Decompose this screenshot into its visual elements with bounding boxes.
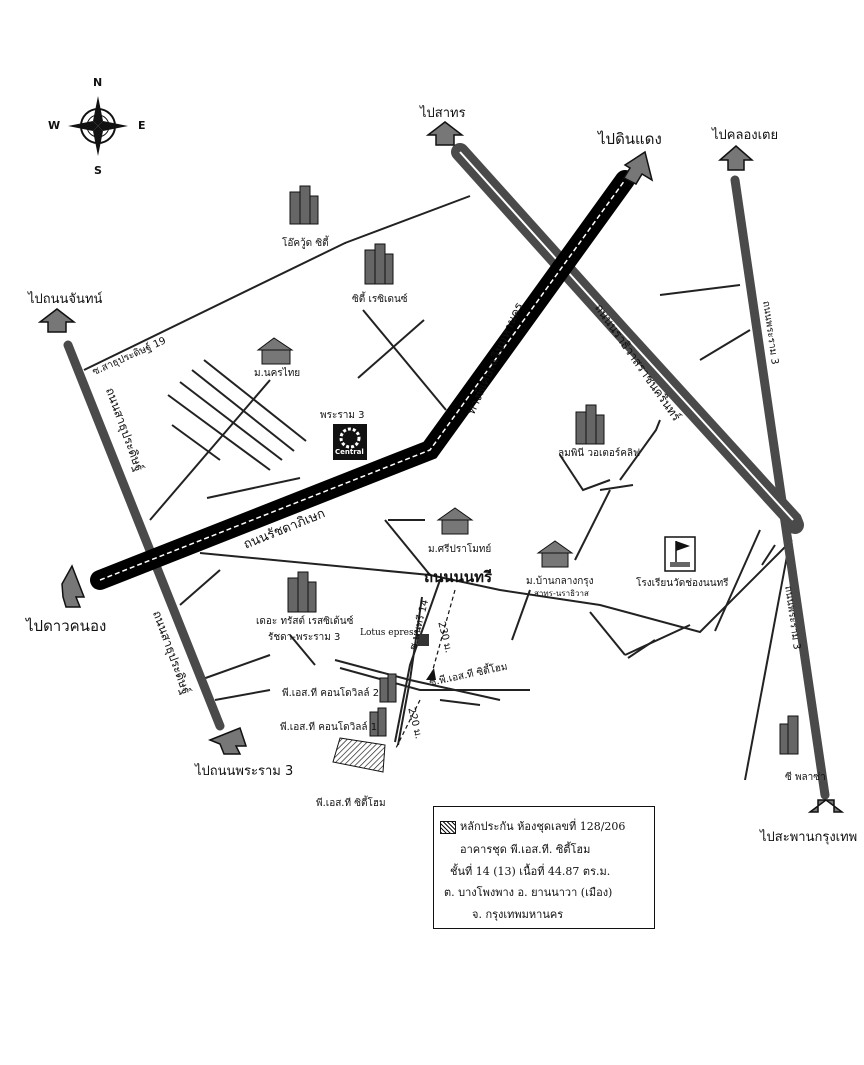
the-trust-building-icon <box>287 571 317 613</box>
label-school: โรงเรียนวัดช่องนนทรี <box>636 578 729 589</box>
label-to-sathon: ไปสาทร <box>420 106 466 121</box>
arrow-sathon-icon <box>425 121 465 146</box>
label-to-dao-khanong: ไปดาวคนอง <box>26 617 107 635</box>
arrow-khlong-toei-icon <box>718 145 754 171</box>
legend-text-1: หลักประกัน ห้องชุดเลขที่ 128/206 <box>460 820 626 833</box>
c-plaza-building-icon <box>779 715 799 755</box>
central-logo-icon <box>333 424 367 460</box>
local-streets <box>83 195 793 781</box>
arrow-rama3-icon <box>207 727 248 755</box>
arrow-din-daeng-icon <box>622 150 654 185</box>
sri-prathip-house-icon <box>436 507 474 535</box>
okwood-building-icon <box>289 185 319 225</box>
label-nakhon-thai: ม.นครไทย <box>254 368 301 379</box>
school-flag-icon <box>664 536 696 572</box>
arrow-bridge-icon <box>807 799 845 813</box>
label-pst-condo-1: พี.เอส.ที คอนโดวิลล์ 1 <box>280 722 378 733</box>
ban-klang-krung-house-icon <box>536 540 574 568</box>
label-pst-cityhome: พี.เอส.ที ซิตี้โฮม <box>316 798 386 809</box>
label-to-khlong-toei: ไปคลองเตย <box>712 128 779 143</box>
compass-rose-icon <box>68 96 128 156</box>
label-nonsi-road: ถนนนนทรี <box>424 568 493 586</box>
label-to-din-daeng: ไปดินแดง <box>598 130 662 148</box>
label-central: Central <box>335 448 364 456</box>
building-icons <box>287 185 799 755</box>
label-the-trust-2: รัชดา-พระราม 3 <box>268 632 341 643</box>
arrow-dao-khanong-icon <box>61 564 86 608</box>
arrow-chan-icon <box>37 308 77 333</box>
city-residence-building-icon <box>364 243 394 285</box>
label-lotus-express: Lotus epress <box>360 628 419 638</box>
label-city-residence: ซิตี้ เรซิเดนซ์ <box>352 294 408 305</box>
main-roads <box>63 175 830 800</box>
property-parcel <box>332 737 386 773</box>
expressway <box>90 170 635 590</box>
hatch-swatch-icon <box>440 820 456 834</box>
label-sri-prathip: ม.ศรีปราโมทย์ <box>428 544 492 555</box>
label-to-rama3: ไปถนนพระราม 3 <box>195 764 294 779</box>
pst-condo-1-building-icon <box>369 707 387 737</box>
label-to-krungthep-bridge: ไปสะพานกรุงเทพ <box>760 830 858 845</box>
legend-line-4: ต. บางโพงพาง อ. ยานนาวา (เมือง) <box>444 886 613 899</box>
compass-west: W <box>48 119 61 132</box>
pst-condo-2-building-icon <box>379 673 397 703</box>
label-c-plaza: ซี พลาซ่า <box>785 772 826 783</box>
lotus-express-marker-icon <box>417 634 429 646</box>
label-okwood-city: โอ๊ควู้ด ซิตี้ <box>282 238 329 249</box>
compass-south: S <box>94 164 102 177</box>
label-ban-klang-krung: ม.บ้านกลางกรุง <box>526 576 594 587</box>
label-to-chan: ไปถนนจันทน์ <box>28 292 103 307</box>
direction-arrows <box>37 121 845 813</box>
lumpini-building-icon <box>575 404 605 445</box>
label-lumpini-waterclif: ลุมพินี วอเตอร์คลิฟ <box>558 448 641 459</box>
route-path <box>394 589 456 751</box>
legend-line-3: ชั้นที่ 14 (13) เนื้อที่ 44.87 ตร.ม. <box>450 865 611 878</box>
legend-box: หลักประกัน ห้องชุดเลขที่ 128/206 อาคารชุ… <box>433 806 655 929</box>
legend-line-5: จ. กรุงเทพมหานคร <box>472 908 564 921</box>
route-arrow-icon <box>426 668 436 680</box>
narathiwat-road <box>451 143 804 534</box>
label-rama3-mall: พระราม 3 <box>320 410 365 421</box>
house-icons <box>256 337 574 568</box>
label-the-trust-1: เดอะ ทรัสต์ เรสซิเด้นซ์ <box>256 616 354 627</box>
legend-line-2: อาคารชุด พี.เอส.ที. ซิตี้โฮม <box>460 843 591 856</box>
compass-east: E <box>138 119 146 132</box>
legend-line-1: หลักประกัน ห้องชุดเลขที่ 128/206 <box>440 817 625 835</box>
label-ban-klang-krung-sub: สาทร-นราธิวาส <box>534 589 589 598</box>
label-pst-condo-2: พี.เอส.ที คอนโดวิลล์ 2 <box>282 688 380 699</box>
nakhon-thai-house-icon <box>256 337 294 365</box>
compass-north: N <box>93 76 103 89</box>
